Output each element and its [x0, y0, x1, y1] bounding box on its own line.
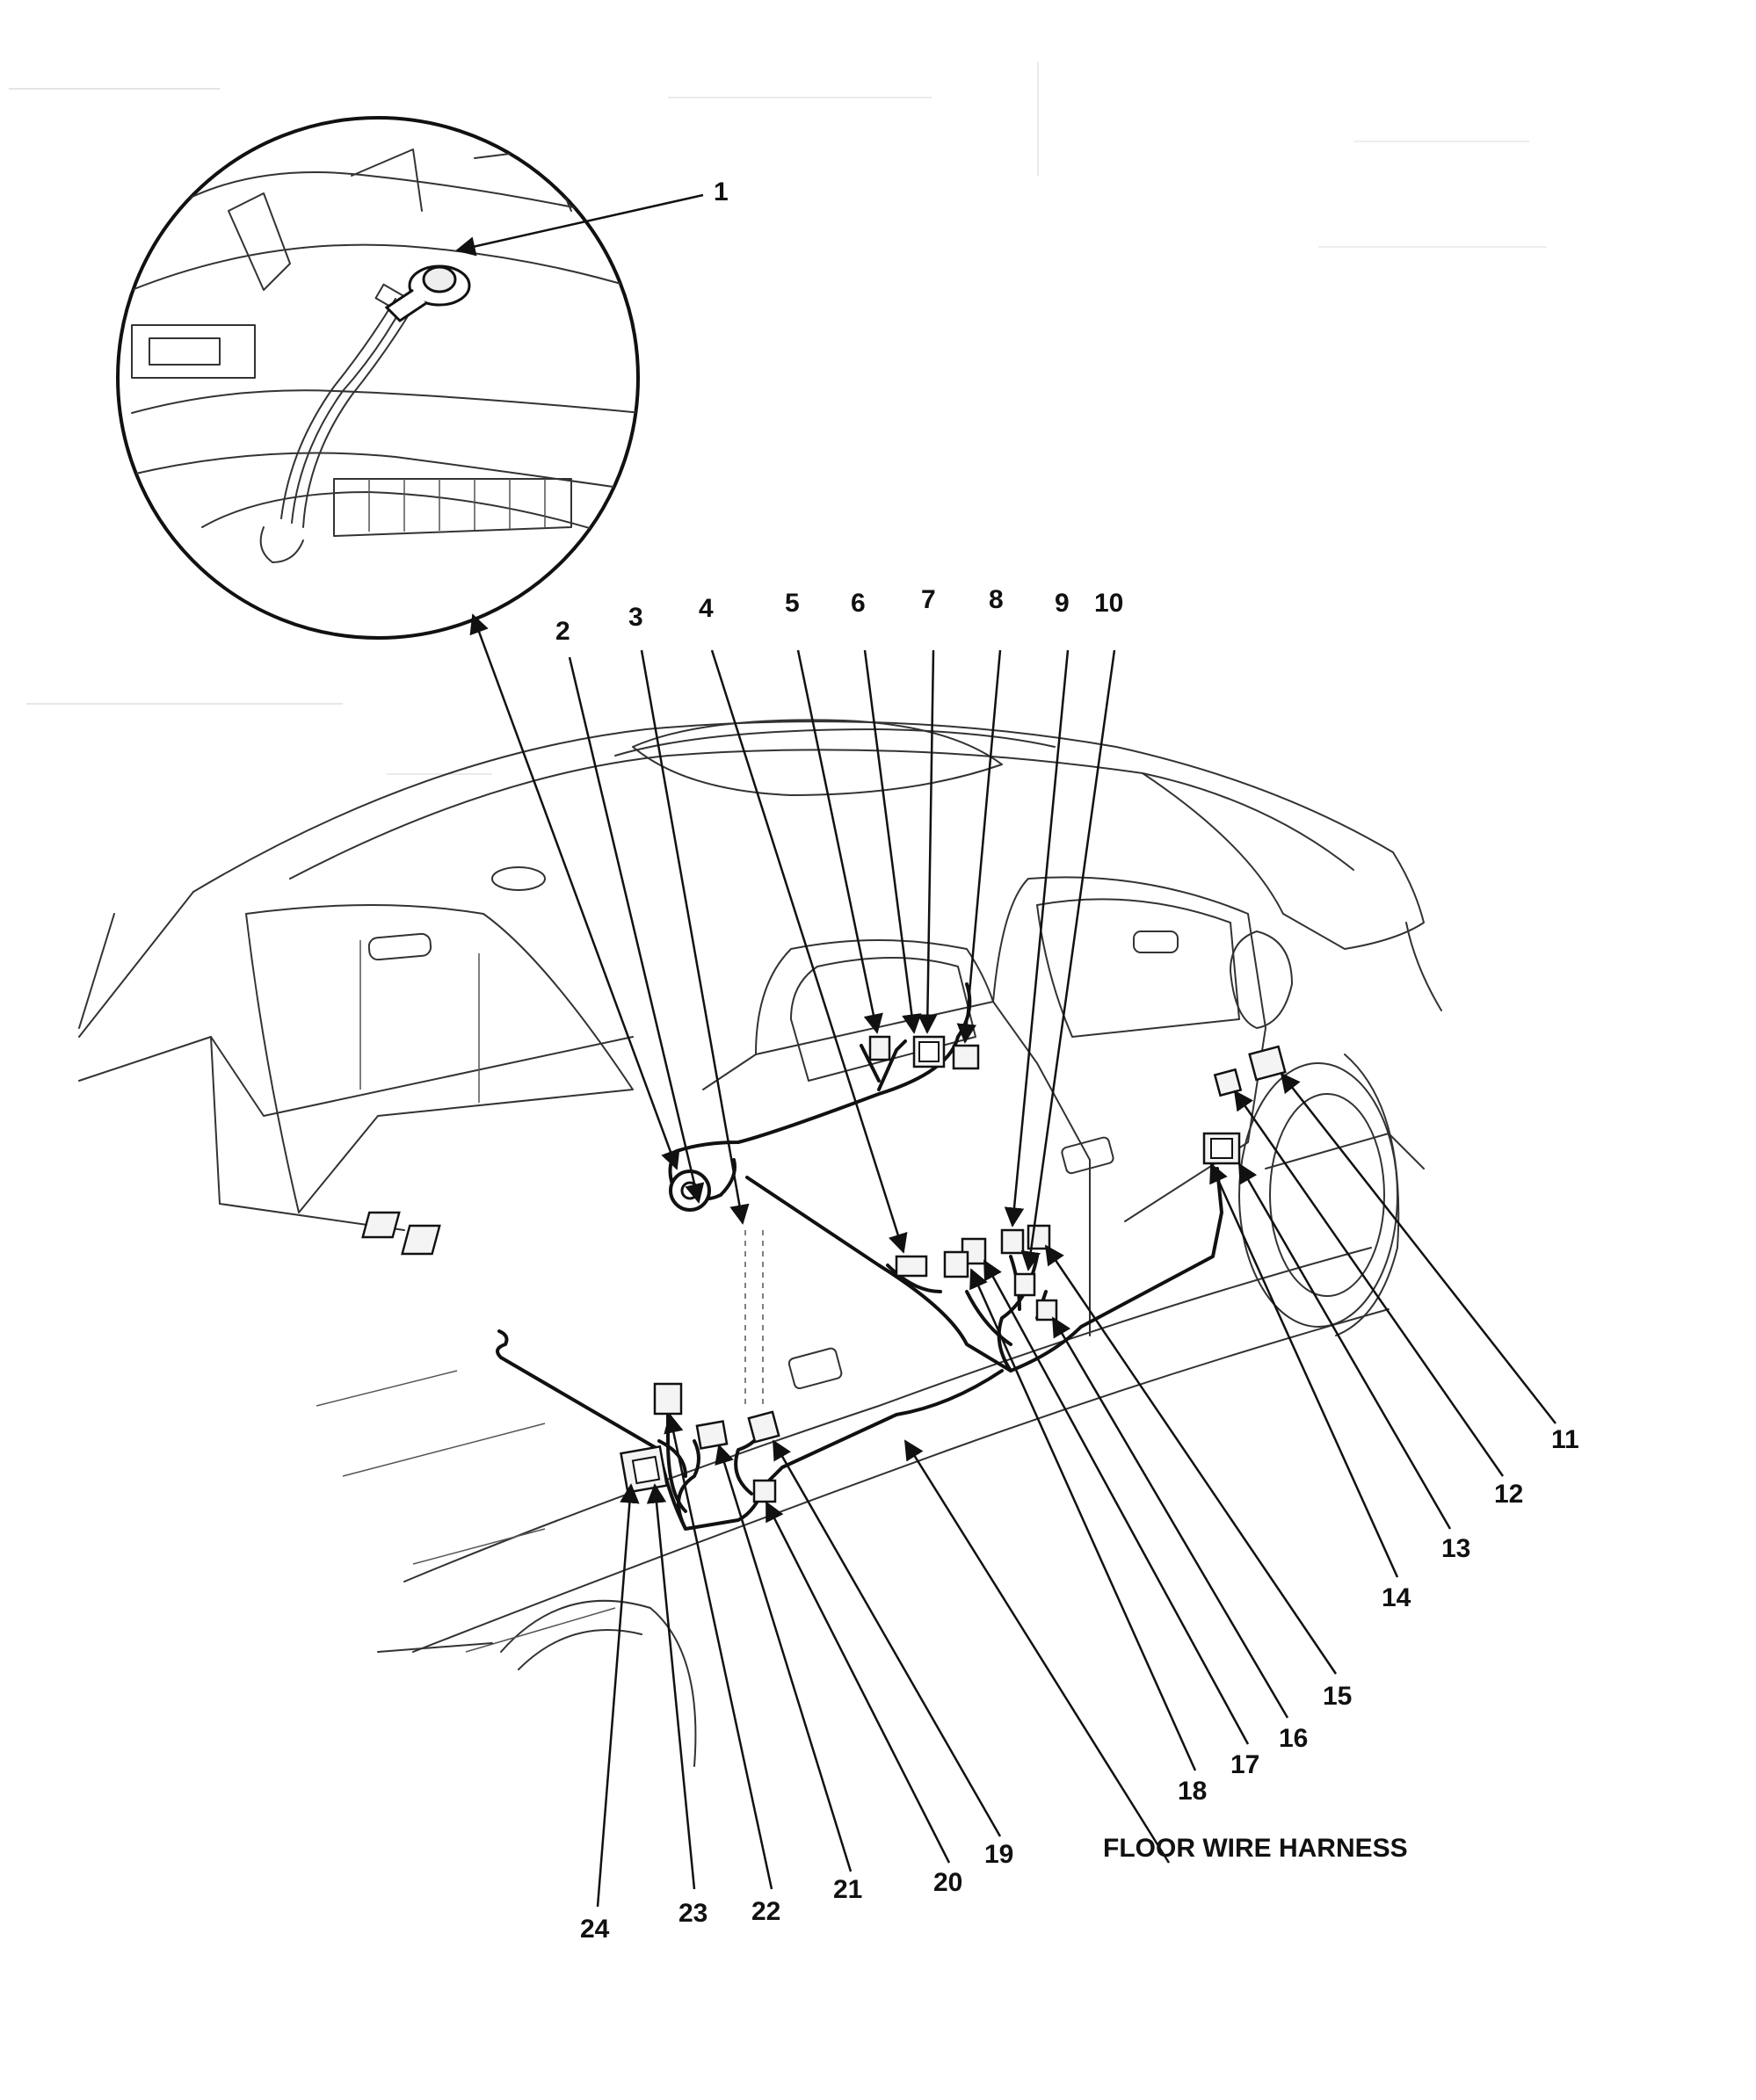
- callout-12: 12: [1494, 1480, 1523, 1509]
- callout-1: 1: [714, 177, 729, 206]
- callout-20: 20: [933, 1868, 962, 1897]
- callout-3: 3: [628, 603, 643, 632]
- connectors: [361, 1035, 1287, 1503]
- callout-16: 16: [1279, 1724, 1308, 1753]
- connector-icon: [952, 1044, 980, 1070]
- callout-17: 17: [1230, 1750, 1259, 1779]
- ground-terminal-icon: [384, 264, 471, 322]
- callout-13: 13: [1441, 1534, 1470, 1563]
- callout-23: 23: [678, 1899, 707, 1928]
- connector-icon: [747, 1410, 780, 1444]
- floor-wire-harness: [496, 982, 1223, 1531]
- connector-icon: [695, 1420, 729, 1450]
- connector-icon: [653, 1382, 683, 1416]
- connector-icon: [1013, 1272, 1036, 1297]
- vehicle-body-outline: [78, 719, 1442, 1767]
- connector-icon: [943, 1250, 969, 1278]
- connector-icon: [752, 1479, 777, 1503]
- callout-11: 11: [1551, 1425, 1579, 1454]
- callout-15: 15: [1323, 1682, 1352, 1711]
- callout-24: 24: [580, 1915, 610, 1944]
- connector-icon: [912, 1035, 946, 1068]
- callout-19: 19: [984, 1840, 1013, 1869]
- connector-icon: [1035, 1299, 1058, 1322]
- callout-21: 21: [833, 1875, 862, 1904]
- connector-icon: [868, 1035, 891, 1061]
- callout-14: 14: [1382, 1583, 1411, 1612]
- inset-detail-view: [116, 116, 640, 640]
- callout-6: 6: [851, 589, 866, 618]
- floor-wire-harness-label: FLOOR WIRE HARNESS: [1103, 1834, 1408, 1863]
- callout-labels: 1 2 3 4 5 6 7 8 9 10 11 12 13 14 15 16 1…: [555, 177, 1579, 1944]
- callout-8: 8: [989, 585, 1004, 614]
- connector-icon: [895, 1255, 928, 1278]
- callout-22: 22: [751, 1897, 780, 1926]
- callout-4: 4: [699, 594, 714, 623]
- leader-lines: [455, 193, 1556, 1908]
- connector-icon: [620, 1445, 669, 1494]
- connector-icon: [361, 1211, 401, 1239]
- connector-icon: [1213, 1068, 1243, 1097]
- connector-icon: [1248, 1045, 1287, 1082]
- connector-icon: [1202, 1132, 1241, 1165]
- connector-icon: [401, 1224, 441, 1256]
- callout-9: 9: [1055, 589, 1070, 618]
- callout-18: 18: [1178, 1777, 1207, 1806]
- callout-7: 7: [921, 585, 936, 614]
- callout-2: 2: [555, 617, 570, 646]
- connector-icon: [1000, 1228, 1025, 1255]
- callout-5: 5: [785, 589, 800, 618]
- scan-noise: [9, 62, 1547, 775]
- callout-10: 10: [1094, 589, 1123, 618]
